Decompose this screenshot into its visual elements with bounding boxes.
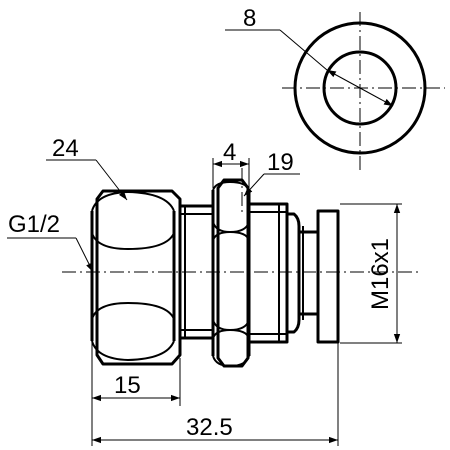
- large-hex-bottom-face-arc: [91, 340, 175, 362]
- fitting-tip: [285, 209, 340, 344]
- nut-mid-arc-1: [212, 230, 250, 241]
- label-nut-width: 4: [223, 139, 236, 166]
- leader-hex-large: [95, 159, 128, 201]
- label-hex-small: 19: [267, 149, 294, 176]
- dimension-inner-diameter: [326, 69, 394, 107]
- threaded-body: [247, 202, 289, 344]
- tip-flange: [316, 209, 340, 344]
- large-hex-body: [90, 189, 182, 366]
- label-total-length: 32.5: [186, 414, 233, 441]
- nut-top-arc-1: [212, 180, 250, 191]
- label-metric-thread: M16x1: [367, 238, 394, 310]
- large-hex-bottom-top-arc: [91, 301, 175, 320]
- washer-view: 8: [225, 5, 445, 170]
- leader-pipe-thread: [75, 237, 94, 273]
- leader-line-inner-diameter-diag: [279, 29, 328, 71]
- label-hex-large: 24: [52, 135, 79, 162]
- large-hex-top-bottom-arc: [91, 232, 175, 251]
- nut-outline: [216, 178, 250, 368]
- threaded-body-outline: [247, 202, 289, 344]
- large-hex-outline: [95, 189, 182, 366]
- leader-hex-small: [243, 173, 265, 197]
- nut-bottom-arc-2: [212, 355, 250, 368]
- large-hex-top-face-arc: [91, 190, 175, 212]
- label-inner-diameter: 8: [243, 5, 256, 32]
- label-pipe-thread: G1/2: [8, 211, 60, 238]
- small-hex-nut: [211, 178, 251, 368]
- collar-outline: [285, 212, 301, 334]
- nut-bottom-arc-1: [212, 328, 250, 339]
- label-body-length: 15: [114, 372, 141, 399]
